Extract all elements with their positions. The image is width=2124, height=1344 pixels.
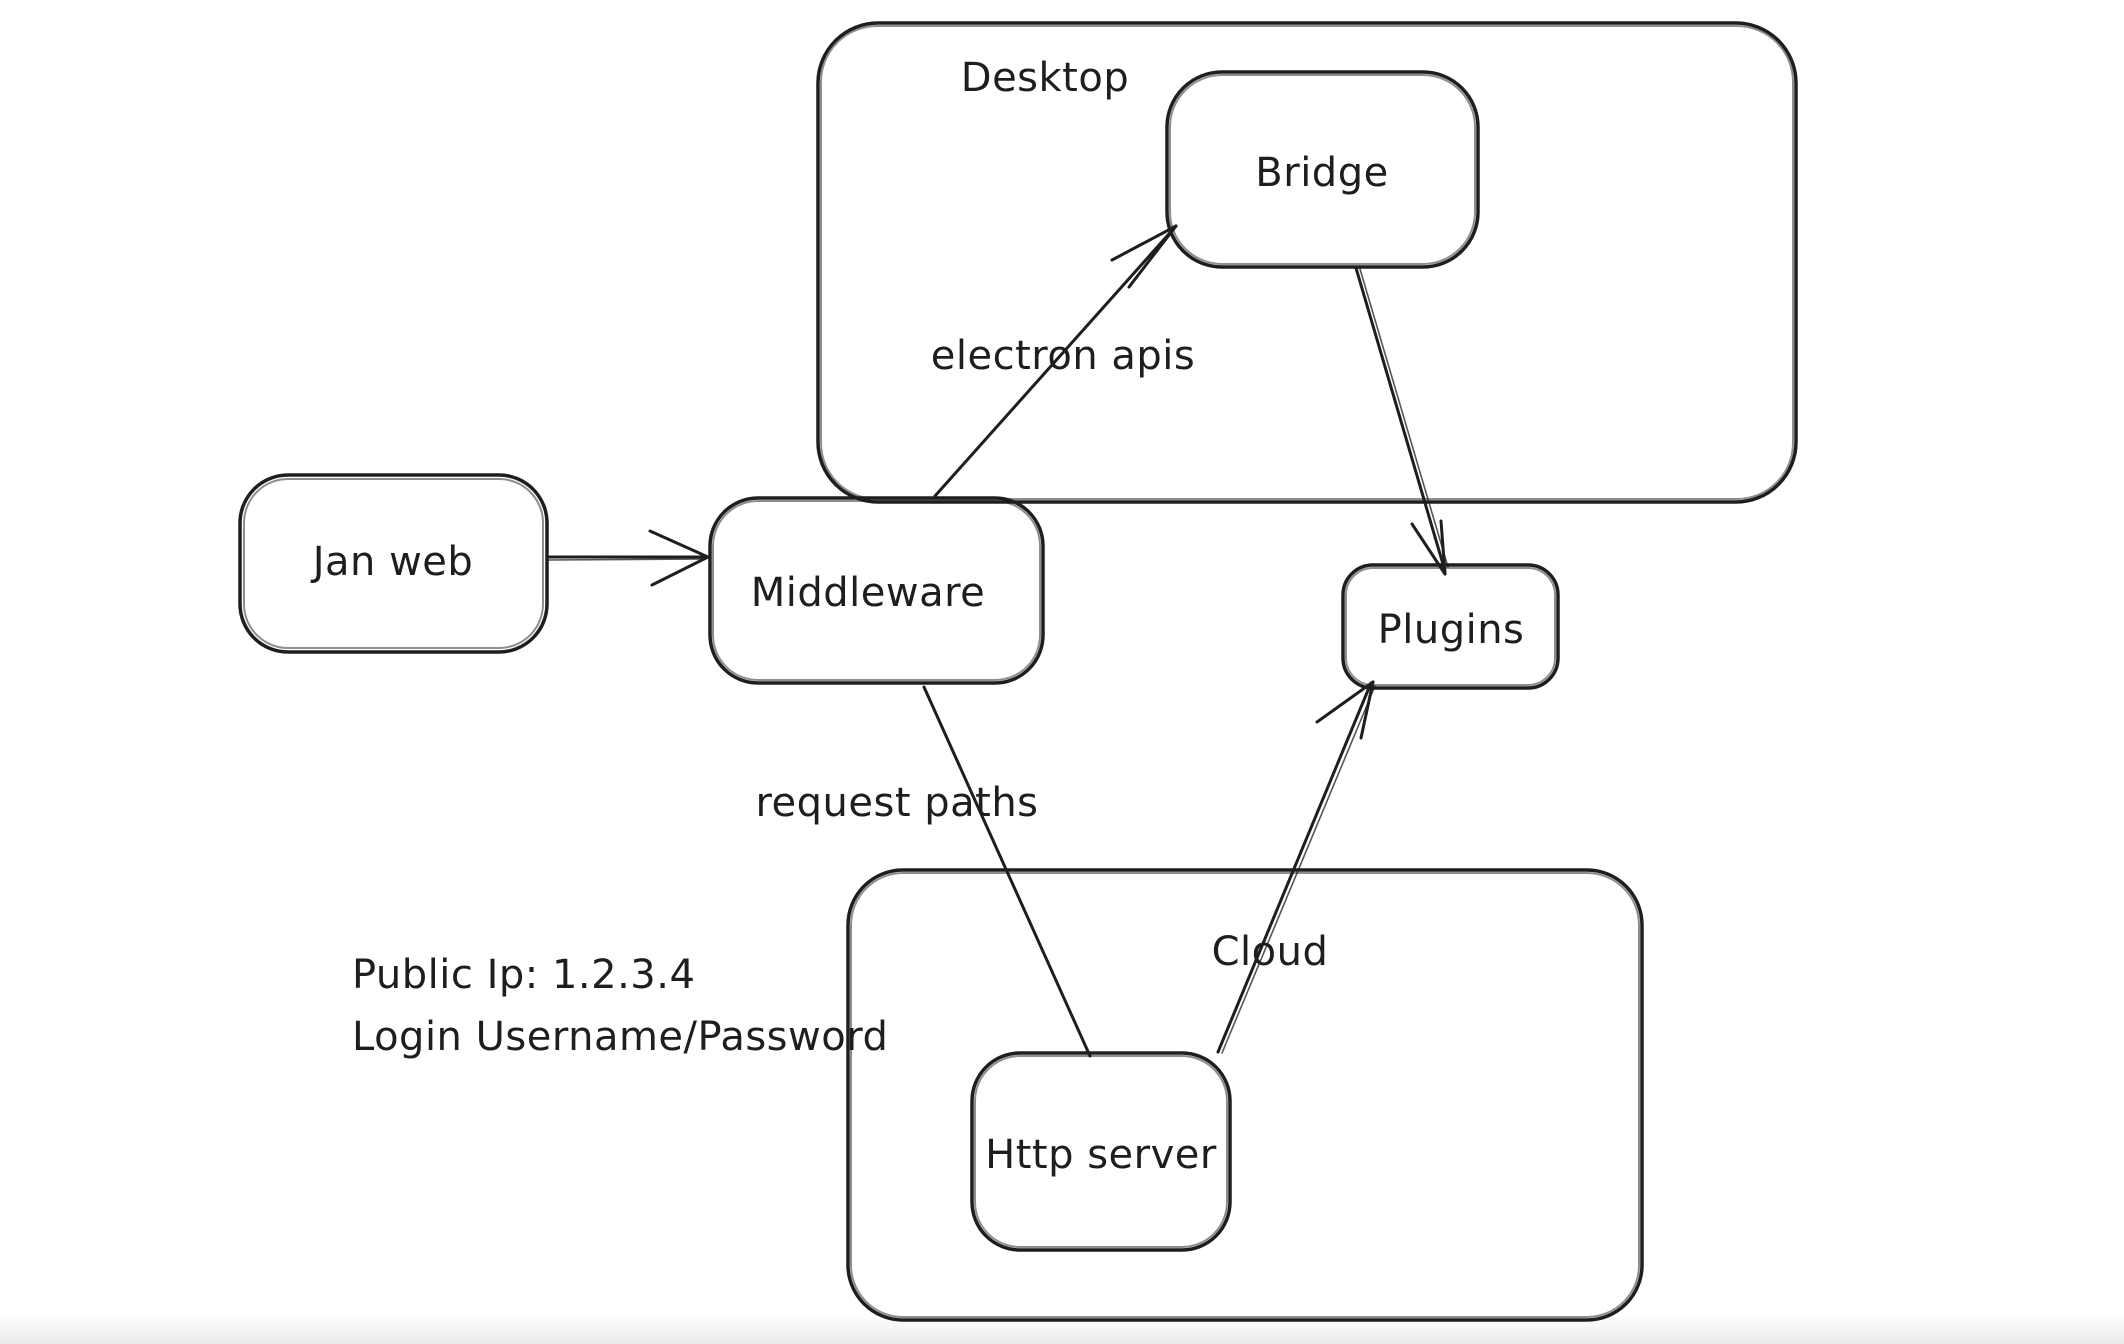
middleware-node-box[interactable] [708,496,1045,685]
arrowhead-into-middleware [648,529,710,559]
http-server-node-label[interactable]: Http server [985,1132,1217,1178]
edge-bridge-to-plugins[interactable] [1354,266,1449,576]
bridge-node-label[interactable]: Bridge [1255,150,1389,196]
bridge-node-box[interactable] [1165,70,1480,269]
http-server-node-box[interactable] [970,1051,1232,1252]
jan-web-node-box[interactable] [238,473,549,654]
cloud-container-box[interactable] [846,868,1644,1322]
public-ip-annotation[interactable]: Public Ip: 1.2.3.4 [352,952,696,998]
edge-middleware-to-bridge[interactable] [933,224,1178,498]
desktop-container-box[interactable] [816,21,1798,504]
arrowhead-into-plugins-bottom [1315,680,1375,724]
plugins-node-label[interactable]: Plugins [1377,607,1525,653]
middleware-node-label[interactable]: Middleware [750,570,986,616]
jan-web-node-label[interactable]: Jan web [312,539,474,585]
edge-label-request-paths[interactable]: request paths [755,780,1039,826]
cloud-container-label[interactable]: Cloud [1211,929,1329,975]
arrowhead-into-plugins-top [1410,522,1447,576]
edge-http-server-to-plugins[interactable] [1216,680,1376,1054]
arrowhead-into-bridge [1110,224,1178,262]
login-credentials-annotation[interactable]: Login Username/Password [352,1014,889,1060]
plugins-node-box[interactable] [1341,563,1560,690]
edge-label-electron-apis[interactable]: electron apis [930,333,1196,379]
edge-jan-web-to-middleware[interactable] [545,529,710,587]
desktop-container-label[interactable]: Desktop [960,55,1130,101]
edge-middleware-to-http-server[interactable] [922,685,1092,1058]
